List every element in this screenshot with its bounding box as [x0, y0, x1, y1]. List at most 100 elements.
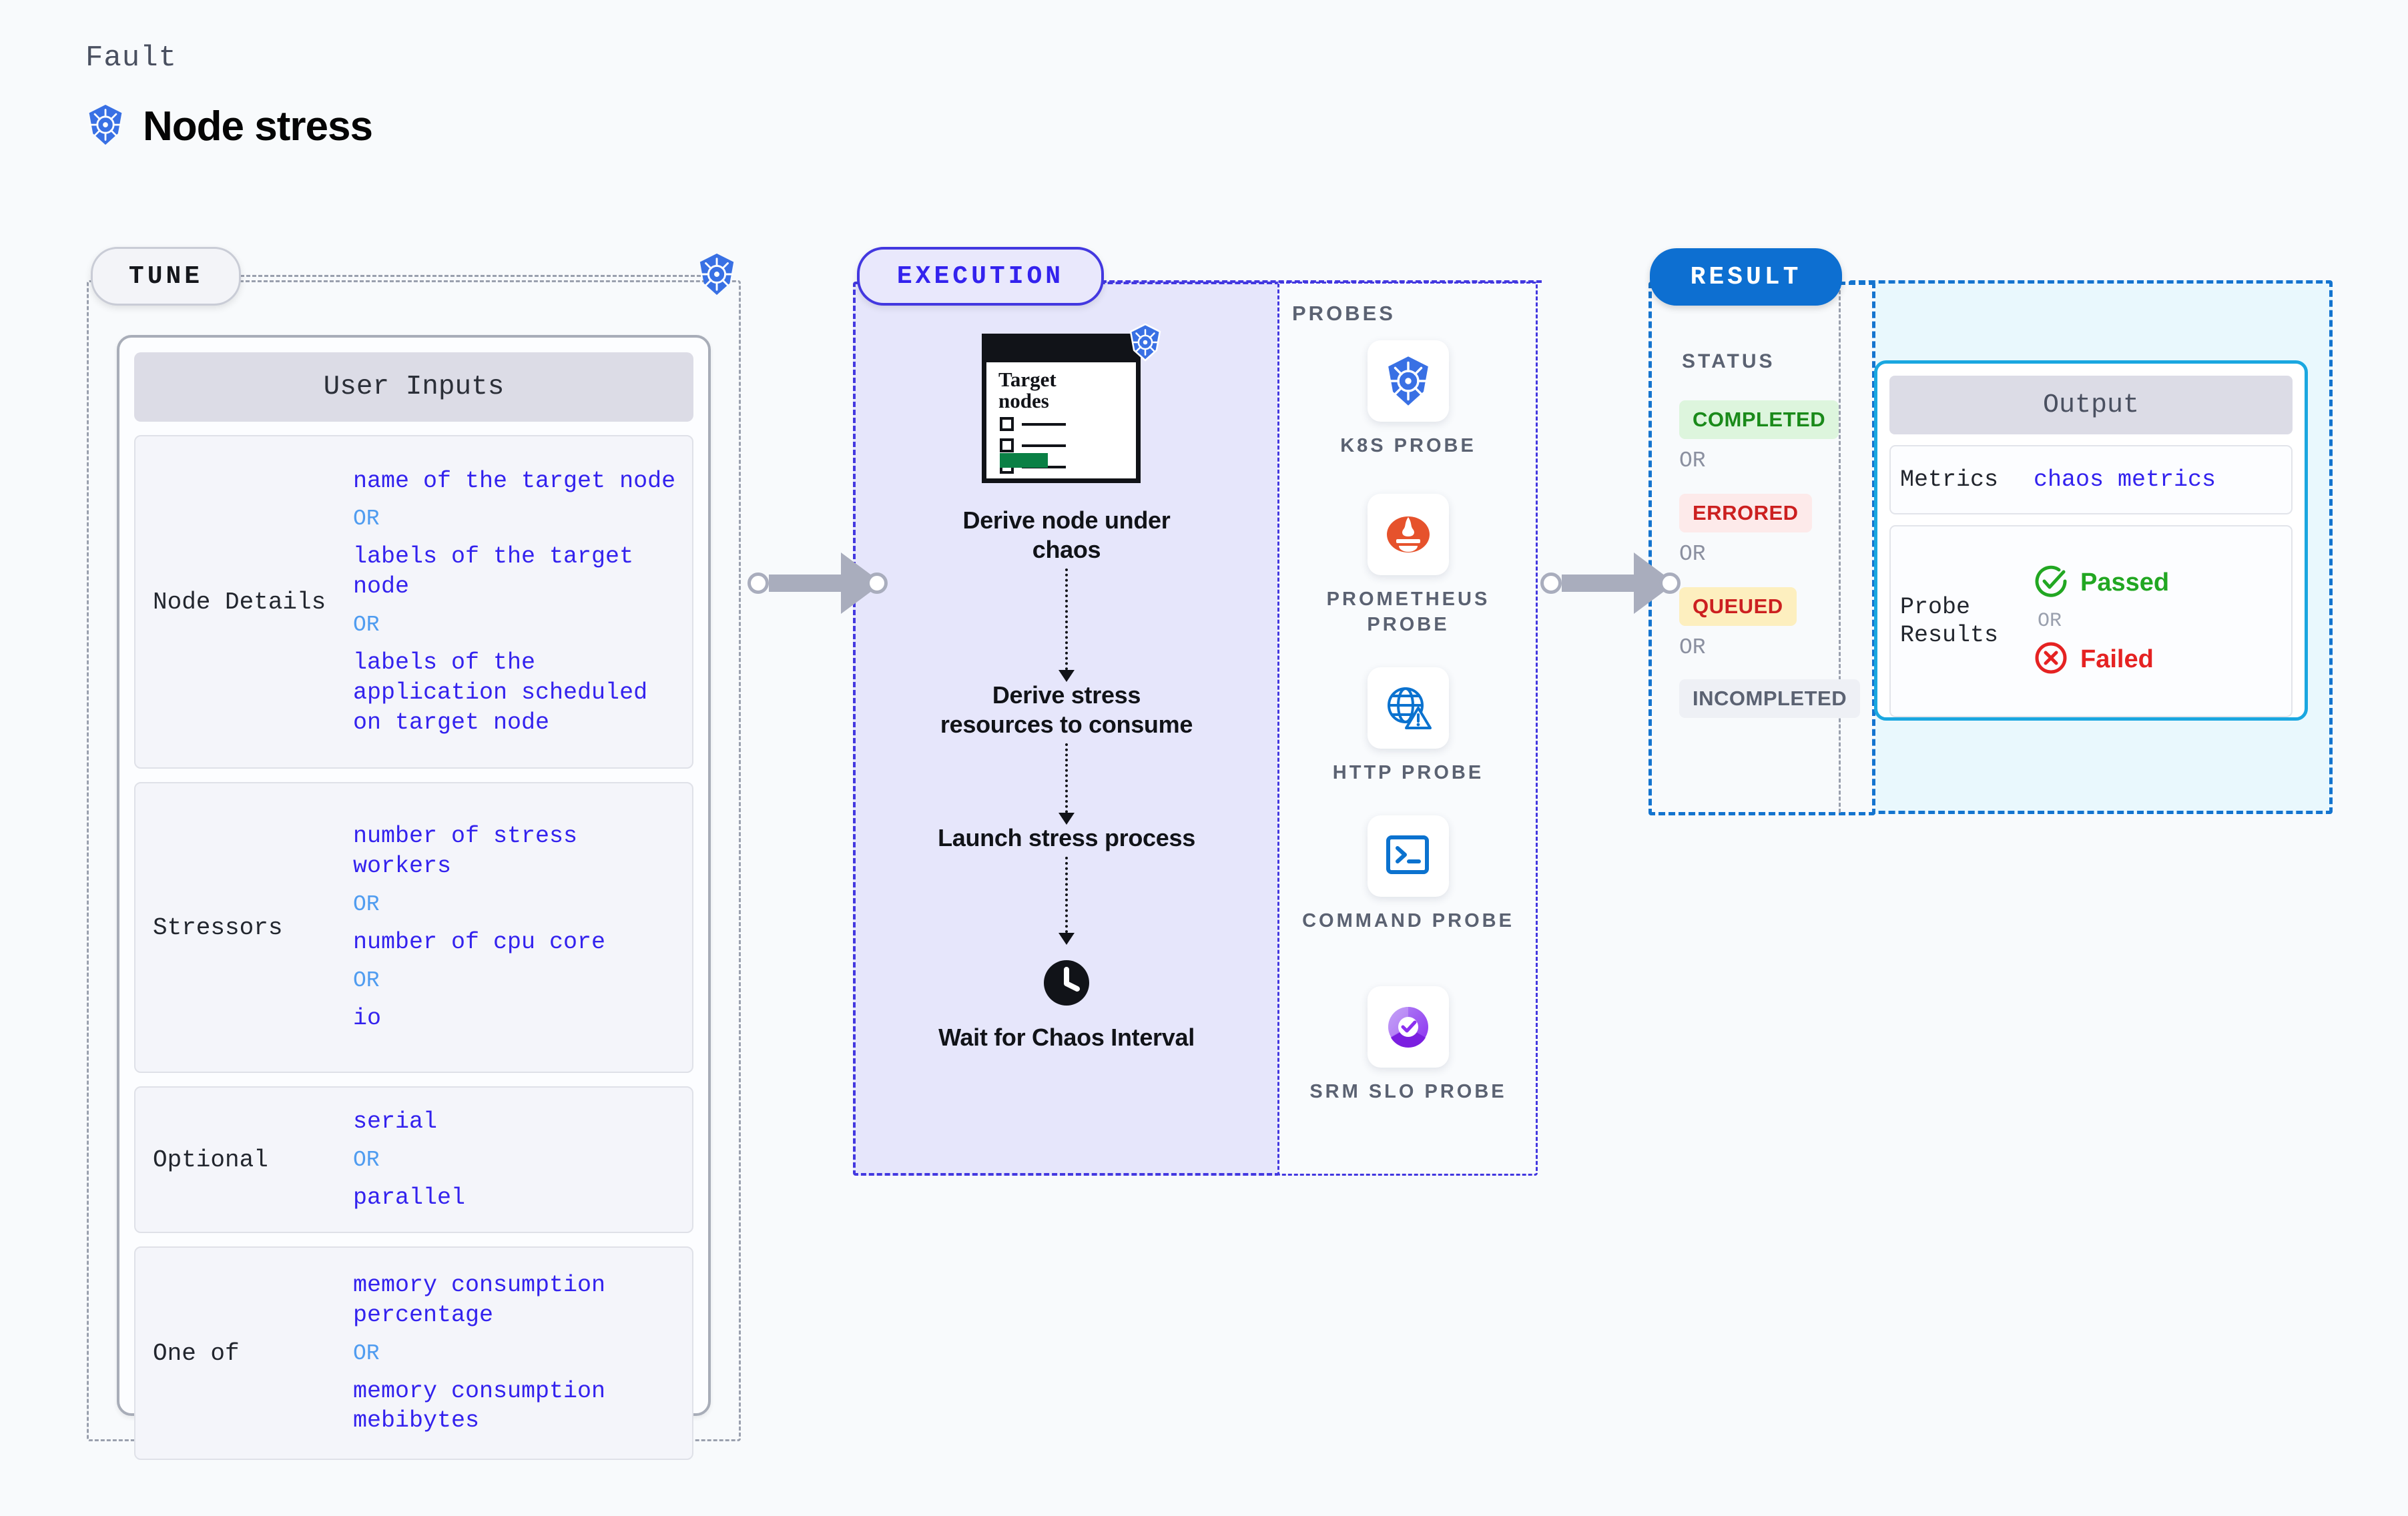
tune-connector-dash	[240, 275, 701, 277]
user-inputs-title: User Inputs	[134, 352, 693, 422]
probe-k8s[interactable]: K8S PROBE	[1295, 340, 1522, 459]
input-group-node-details: Node Details name of the target node OR …	[134, 435, 693, 769]
checkbox-icon	[1000, 438, 1014, 452]
connector-tune-to-execution	[747, 552, 888, 614]
flow-step-label: Wait for Chaos Interval	[938, 1023, 1195, 1051]
probes-title: PROBES	[1292, 302, 1396, 325]
or-separator: OR	[1679, 542, 1706, 566]
connector-dot	[1540, 573, 1562, 594]
or-separator: OR	[353, 506, 380, 532]
or-separator: OR	[2038, 610, 2062, 633]
or-separator: OR	[1679, 448, 1706, 473]
input-group-label: Node Details	[153, 588, 326, 616]
input-value: number of cpu core	[353, 929, 606, 956]
connector-dot	[866, 573, 888, 594]
status-badge-errored: ERRORED	[1679, 494, 1812, 532]
input-group-one-of: One of memory consumption percentage OR …	[134, 1246, 693, 1460]
tune-pill[interactable]: TUNE	[91, 247, 241, 306]
connector-bar	[1562, 575, 1634, 592]
probe-label: PROMETHEUS PROBE	[1326, 589, 1490, 635]
input-group-label: One of	[153, 1339, 240, 1367]
or-separator: OR	[1679, 635, 1706, 660]
prometheus-icon	[1368, 494, 1449, 575]
output-title: Output	[1889, 376, 2293, 434]
flow-step-label: Launch stress process	[938, 823, 1195, 851]
result-section	[1648, 282, 1875, 815]
probe-result-failed: Failed	[2034, 641, 2169, 679]
probe-result-passed: Passed	[2034, 564, 2169, 602]
kubernetes-icon	[696, 252, 737, 300]
failed-label: Failed	[2080, 645, 2154, 673]
input-value: labels of the application scheduled on t…	[353, 649, 648, 736]
status-badge-incompleted: INCOMPLETED	[1679, 679, 1861, 718]
probe-label: K8S PROBE	[1340, 435, 1476, 456]
connector-execution-to-result	[1540, 552, 1681, 614]
or-separator: OR	[353, 968, 380, 993]
or-separator: OR	[353, 1341, 380, 1366]
output-row-value: chaos metrics	[2034, 466, 2216, 493]
output-card: Output Metrics chaos metrics Probe Resul…	[1874, 360, 2308, 721]
user-inputs-card: User Inputs Node Details name of the tar…	[117, 335, 711, 1460]
flow-arrow	[1059, 743, 1075, 825]
kubernetes-icon	[85, 103, 125, 149]
flow-arrow	[1059, 856, 1075, 945]
execution-pill[interactable]: EXECUTION	[857, 247, 1104, 306]
x-circle-icon	[2034, 641, 2068, 679]
http-globe-icon	[1368, 667, 1449, 749]
input-value: parallel	[353, 1184, 466, 1211]
input-value: number of stress workers	[353, 823, 578, 880]
srm-slo-icon	[1368, 986, 1449, 1068]
connector-dot	[1659, 573, 1681, 594]
probe-http[interactable]: HTTP PROBE	[1295, 667, 1522, 786]
output-row-label: Metrics	[1900, 466, 1999, 493]
kubernetes-icon	[1368, 340, 1449, 422]
clock-icon	[1042, 958, 1091, 1011]
output-row-metrics: Metrics chaos metrics	[1889, 445, 2293, 514]
line-placeholder	[1022, 422, 1066, 426]
connector-dot	[747, 573, 769, 594]
input-value: io	[353, 1004, 382, 1032]
execution-connector-dash	[1101, 280, 1542, 283]
probe-srm-slo[interactable]: SRM SLO PROBE	[1295, 986, 1522, 1105]
kubernetes-icon	[1127, 323, 1163, 365]
or-separator: OR	[353, 1147, 380, 1172]
page-title: Node stress	[143, 103, 373, 149]
input-group-stressors: Stressors number of stress workers OR nu…	[134, 782, 693, 1073]
flow-step-label: Derive stress resources to consume	[940, 681, 1193, 738]
or-separator: OR	[353, 892, 380, 917]
status-badge-queued: QUEUED	[1679, 587, 1797, 626]
input-group-optional: Optional serial OR parallel	[134, 1086, 693, 1233]
probe-label: SRM SLO PROBE	[1309, 1081, 1507, 1102]
page-header: Fault Node stress	[85, 41, 373, 150]
input-group-label: Optional	[153, 1146, 268, 1174]
input-value: memory consumption mebibytes	[353, 1377, 606, 1435]
probe-command[interactable]: COMMAND PROBE	[1295, 815, 1522, 934]
passed-label: Passed	[2080, 568, 2170, 597]
checkbox-icon	[1000, 417, 1014, 431]
probe-label: COMMAND PROBE	[1302, 910, 1514, 931]
checkbox-row	[1000, 417, 1066, 431]
check-circle-icon	[2034, 564, 2068, 602]
input-value: name of the target node	[353, 467, 676, 494]
fault-title-row: Node stress	[85, 103, 373, 150]
submit-button-graphic	[1000, 453, 1048, 468]
window-titlebar	[986, 338, 1136, 362]
result-divider	[1839, 284, 1841, 813]
connector-bar	[769, 575, 841, 592]
flow-arrow	[1059, 568, 1075, 682]
result-pill[interactable]: RESULT	[1650, 248, 1842, 306]
probe-label: HTTP PROBE	[1332, 762, 1484, 783]
probe-prometheus[interactable]: PROMETHEUS PROBE	[1295, 494, 1522, 637]
input-group-label: Stressors	[153, 913, 283, 941]
input-value: labels of the target node	[353, 543, 634, 601]
terminal-icon	[1368, 815, 1449, 897]
line-placeholder	[1022, 444, 1066, 447]
status-badge-completed: COMPLETED	[1679, 400, 1839, 439]
flow-step-label: Derive node under chaos	[962, 506, 1171, 563]
input-value: serial	[353, 1108, 438, 1135]
checkbox-row	[1000, 438, 1066, 452]
